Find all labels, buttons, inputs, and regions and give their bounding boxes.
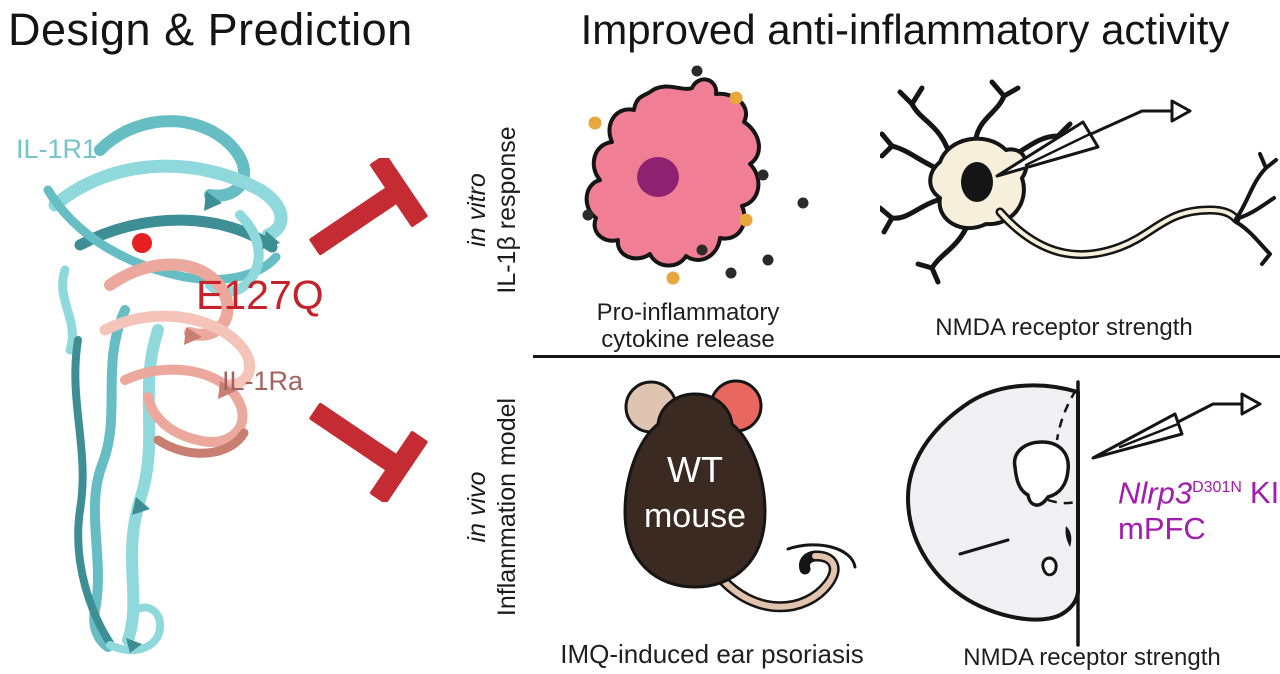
axis-line-il1b-response: IL-1β response: [493, 126, 521, 294]
axis-line-inflammation-model: Inflammation model: [493, 397, 521, 617]
neuron-panel: NMDA receptor strength: [877, 62, 1280, 360]
antagonist-label: IL-1Ra: [222, 366, 304, 396]
allele-superscript: D301N: [1192, 479, 1242, 496]
row-divider: [533, 355, 1280, 358]
receptor-label: IL-1R1: [16, 134, 98, 164]
dendrites: [877, 79, 1075, 285]
ventricle-outline: [1012, 440, 1070, 507]
mutation-label: E127Q: [196, 272, 324, 318]
brain-panel-caption: NMDA receptor strength: [900, 644, 1280, 671]
anatomical-line: [958, 538, 1010, 556]
patch-pipette-icon: [995, 99, 1192, 178]
mouse-body: [623, 392, 767, 589]
cell-nucleus: [637, 157, 679, 197]
mouse-panel: WT mouse IMQ-induced ear psoriasis: [560, 362, 890, 674]
row-axis-in-vivo: in vivo Inflammation model: [461, 387, 523, 627]
protein-complex-illustration: [43, 115, 288, 654]
arrow-head-icon: [1240, 392, 1262, 416]
genotype-line: Nlrp3D301N KI: [1118, 470, 1279, 511]
cytokine-dots: [582, 65, 809, 285]
caption-line: IMQ-induced ear psoriasis: [560, 639, 864, 669]
inhibition-arrow-icon: [309, 158, 428, 256]
caption-line: NMDA receptor strength: [963, 644, 1221, 671]
ki-label: KI: [1249, 475, 1280, 511]
mutation-site-dot-icon: [132, 233, 152, 253]
mpfc-boundary-dashed: [1047, 498, 1079, 505]
brain-panel: Nlrp3D301N KI mPFC NMDA receptor strength: [890, 362, 1280, 674]
row-axis-in-vitro: in vitro IL-1β response: [461, 95, 523, 325]
il1ra-ribbon: [99, 258, 256, 458]
mouse-label-mouse: mouse: [644, 497, 746, 535]
anatomical-blob: [1041, 556, 1058, 577]
mouse-tail: [714, 543, 857, 613]
caption-line: Pro-inflammatory: [596, 299, 780, 326]
region-label: mPFC: [1118, 511, 1206, 547]
il1r1-ribbon: [43, 115, 288, 654]
axis-line-in-vivo: in vivo: [463, 471, 491, 543]
mouse-label-wt: WT: [667, 449, 723, 490]
right-section-title: Improved anti-inflammatory activity: [580, 6, 1230, 53]
cell-panel-caption: Pro-inflammatory cytokine release: [560, 299, 816, 353]
cytokine-release-panel: Pro-inflammatory cytokine release: [560, 62, 880, 360]
axis-line-in-vitro: in vitro: [463, 173, 491, 247]
neuron-panel-caption: NMDA receptor strength: [880, 314, 1248, 341]
axon-terminals: [1234, 152, 1278, 266]
left-section-title: Design & Prediction: [8, 4, 413, 55]
axon: [995, 205, 1241, 260]
arrow-head-icon: [1170, 99, 1192, 123]
caption-line: cytokine release: [601, 326, 775, 353]
neuron-nucleus: [961, 162, 993, 202]
anatomical-mark: [1065, 526, 1072, 547]
brain-slice-illustration: [906, 380, 1262, 647]
mouse-panel-caption: IMQ-induced ear psoriasis: [540, 641, 884, 668]
caption-line: NMDA receptor strength: [935, 314, 1193, 341]
inhibition-arrow-icon: [309, 402, 428, 502]
neuron-illustration: [877, 79, 1278, 285]
patch-pipette-icon: [1091, 392, 1262, 460]
macrophage-cell-illustration: [582, 65, 809, 285]
mpfc-boundary-dashed: [1055, 389, 1078, 441]
mouse-illustration: WT mouse: [623, 379, 857, 613]
gene-name: Nlrp3: [1118, 475, 1193, 511]
genotype-label: Nlrp3D301N KI mPFC: [1118, 470, 1279, 547]
